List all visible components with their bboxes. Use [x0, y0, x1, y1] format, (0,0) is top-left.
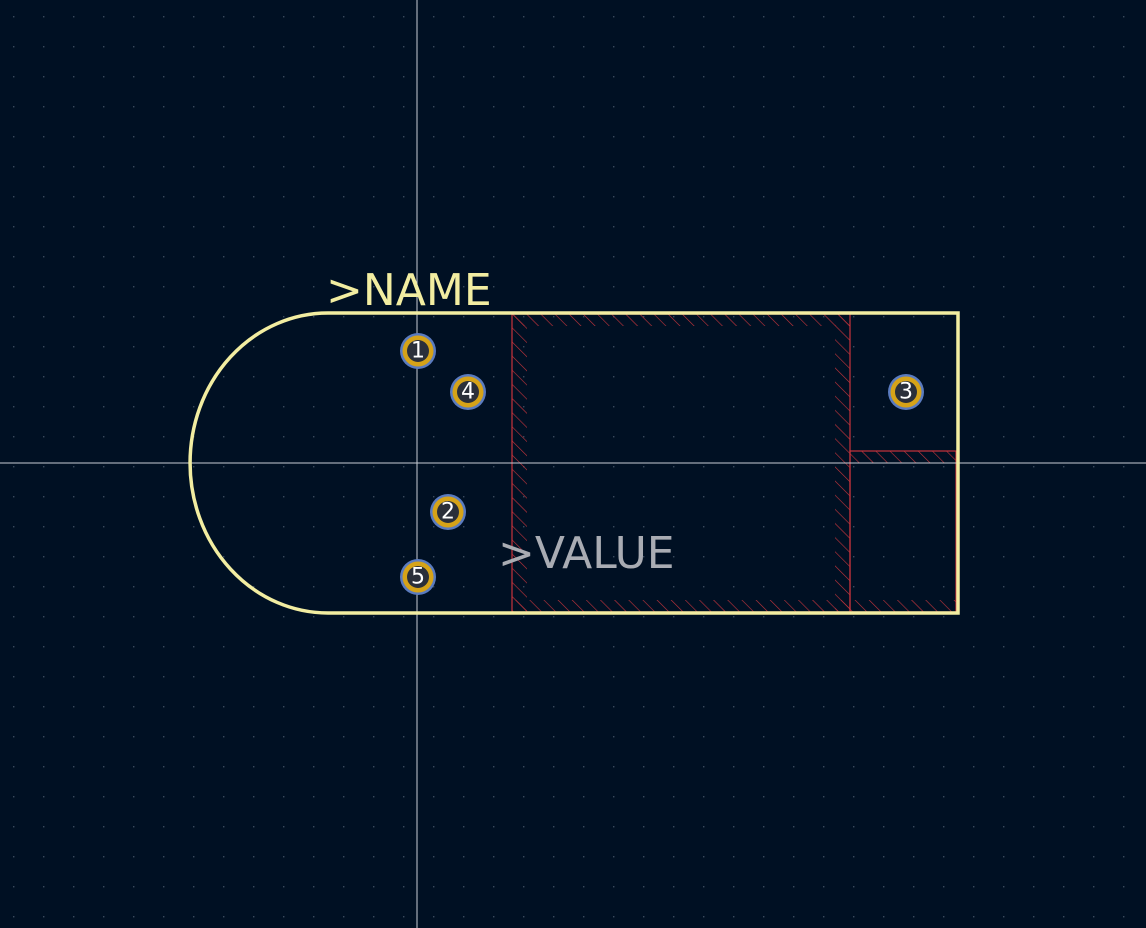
pad-2[interactable]: 2 — [430, 494, 466, 530]
pad-1[interactable]: 1 — [400, 333, 436, 369]
keepout-top-band — [512, 314, 850, 326]
pad-4[interactable]: 4 — [450, 374, 486, 410]
pad-number: 2 — [441, 500, 455, 525]
keepout-right-band — [850, 451, 956, 463]
keepout-bottom-band — [512, 600, 956, 612]
pad-drill-hole — [457, 381, 479, 403]
pad-drill-hole — [437, 501, 459, 523]
pad-drill-hole — [895, 381, 917, 403]
pad-5[interactable]: 5 — [400, 559, 436, 595]
value-label[interactable]: >VALUE — [498, 528, 675, 579]
pad-number: 1 — [411, 339, 425, 364]
pad-3[interactable]: 3 — [888, 374, 924, 410]
silkscreen-outline[interactable] — [188, 311, 960, 615]
reference-label[interactable]: >NAME — [326, 265, 492, 316]
pad-number: 4 — [461, 380, 475, 405]
pad-drill-hole — [407, 566, 429, 588]
pad-drill-hole — [407, 340, 429, 362]
pad-number: 3 — [899, 380, 913, 405]
pad-number: 5 — [411, 565, 425, 590]
